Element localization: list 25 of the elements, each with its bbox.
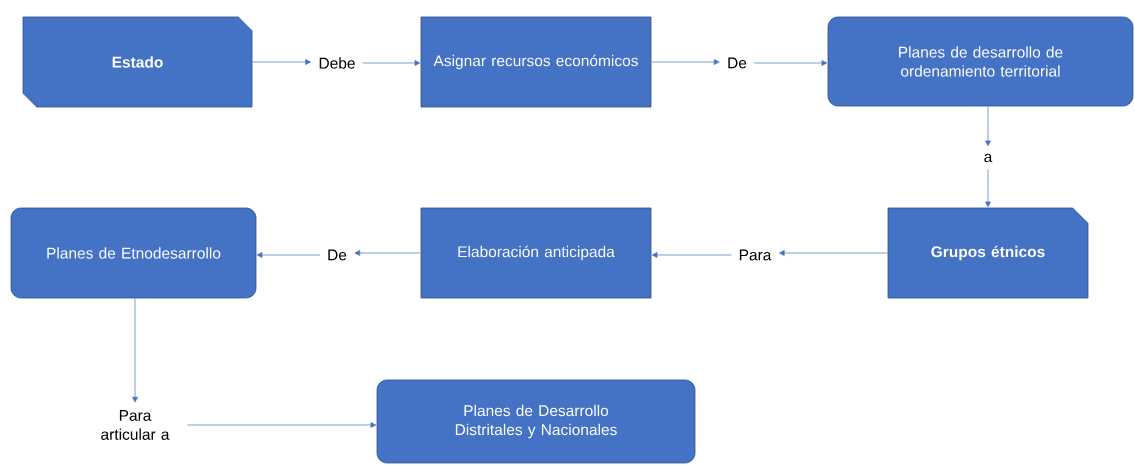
process-box: Asignar recursos económicos xyxy=(420,16,652,108)
connector-word: Debe xyxy=(319,57,355,69)
arrow xyxy=(753,60,828,66)
arrow xyxy=(779,250,888,256)
connector-word: De xyxy=(328,249,347,261)
arrow xyxy=(651,252,732,258)
arrow xyxy=(354,250,421,256)
arrow xyxy=(186,422,377,428)
connector-word: Para articular a xyxy=(101,410,170,440)
arrow xyxy=(651,59,720,65)
rounded-box: Planes de desarrollo de ordenamiento territorial xyxy=(827,16,1134,107)
process-box: Estado xyxy=(22,16,253,108)
arrow xyxy=(256,252,321,258)
process-box: Grupos étnicos xyxy=(887,207,1089,299)
arrow xyxy=(252,59,311,65)
arrow xyxy=(132,298,138,403)
rounded-box: Planes de Etnodesarrollo xyxy=(10,207,257,299)
connector-word: De xyxy=(728,57,747,69)
arrow xyxy=(362,60,421,66)
rounded-box: Planes de Desarrollo Distritales y Nacionales xyxy=(376,379,696,464)
connector-word: a xyxy=(984,153,993,163)
arrow xyxy=(985,106,991,147)
arrow xyxy=(985,169,991,208)
process-box: Elaboración anticipada xyxy=(420,207,652,299)
connector-word: Para xyxy=(739,249,772,261)
